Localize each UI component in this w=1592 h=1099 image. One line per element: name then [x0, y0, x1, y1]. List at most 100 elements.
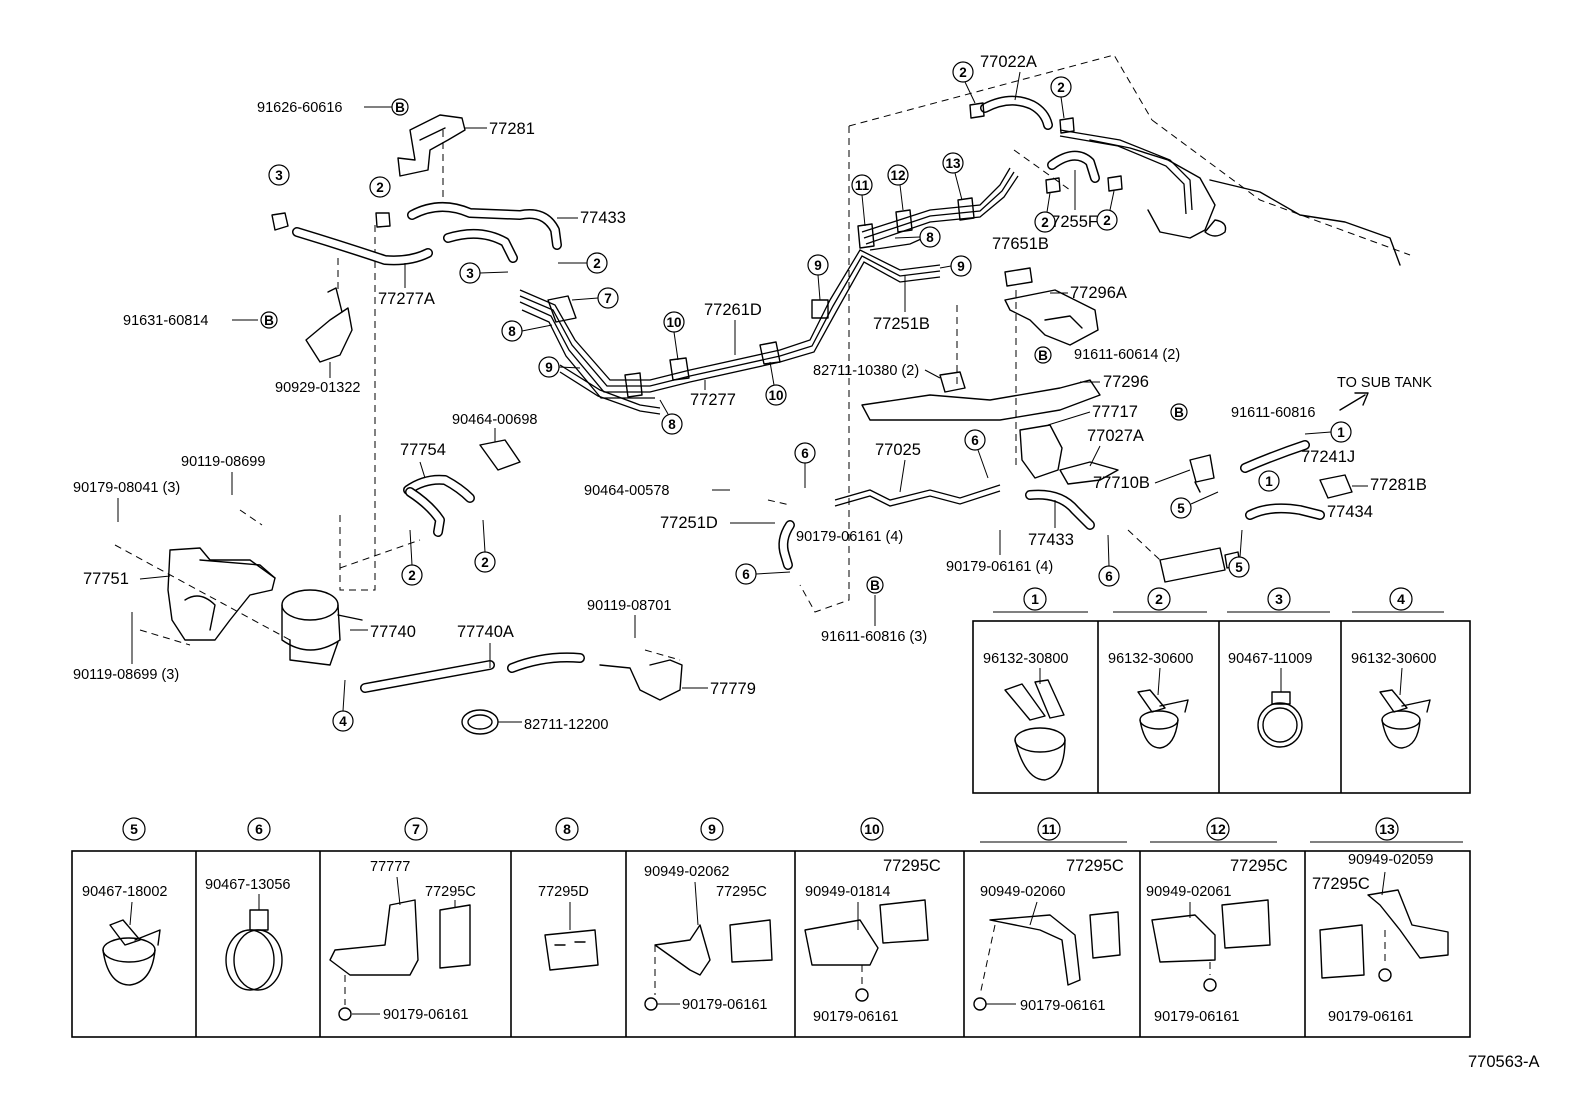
bracket-77281b: [1319, 474, 1353, 499]
legend-ref-11: 11: [1042, 821, 1057, 837]
bolt-markers: B B B B B: [260, 98, 1188, 594]
pipe-clamp-bracket-icon-13: [1319, 871, 1449, 982]
label-77281: 77281: [489, 120, 535, 138]
label-to-sub-tank: TO SUB TANK: [1337, 375, 1432, 391]
hose-77754: [403, 474, 475, 537]
label-77433-upper: 77433: [580, 209, 626, 227]
ref-callout-1a: 1: [1337, 425, 1345, 440]
hose-77255f: [1047, 150, 1100, 183]
label-77751: 77751: [83, 570, 129, 588]
label-90179-06161-4b: 90179-06161 (4): [946, 559, 1053, 575]
legend-part-9a: 90949-02062: [644, 864, 729, 880]
legend-ref-12: 12: [1210, 821, 1226, 837]
legend-part-6a: 90467-13056: [205, 877, 290, 893]
label-77296a: 77296A: [1070, 284, 1127, 302]
arrow-to-sub-tank-icon: [1339, 392, 1369, 411]
ref-callout-7: 7: [604, 291, 612, 306]
label-77022a: 77022A: [980, 53, 1037, 71]
ref-callout-5b: 5: [1235, 560, 1243, 575]
label-82711-10380: 82711-10380 (2): [813, 363, 919, 379]
ref-callout-2f: 2: [1103, 213, 1111, 228]
legend-part-10b: 90949-01814: [805, 884, 890, 900]
label-77277a: 77277A: [378, 290, 435, 308]
legend-ref-5: 5: [130, 821, 138, 837]
ref-callout-9c: 9: [957, 259, 965, 274]
pipe-clamp-bracket-icon-11: [973, 901, 1121, 1011]
hose-77022a: [980, 95, 1053, 130]
label-77651b: 77651B: [992, 235, 1049, 253]
ref-callout-8c: 8: [926, 230, 934, 245]
legend-part-11b: 90949-02060: [980, 884, 1065, 900]
label-90464-00698: 90464-00698: [452, 412, 537, 428]
legend-part-11c: 90179-06161: [1020, 998, 1105, 1014]
bracket-90929-01322: [305, 287, 353, 363]
label-77277: 77277: [690, 391, 736, 409]
legend-ref-1: 1: [1031, 591, 1039, 607]
label-77241j: 77241J: [1301, 448, 1355, 466]
ref-callout-3a: 3: [275, 168, 283, 183]
ref-callout-5a: 5: [1177, 501, 1185, 516]
label-91631-60814: 91631-60814: [123, 313, 208, 329]
legend-part-7c: 90179-06161: [383, 1007, 468, 1023]
label-77434: 77434: [1327, 503, 1373, 521]
label-91626-60616: 91626-60616: [257, 100, 342, 116]
hose-77433-upper: [407, 202, 562, 250]
label-90119-08699-3: 90119-08699 (3): [73, 667, 179, 683]
ref-callout-9b: 9: [814, 258, 822, 273]
label-90929-01322: 90929-01322: [275, 380, 360, 396]
hose-clamp-band-icon-3: [1257, 668, 1303, 748]
legend-part-10a: 77295C: [883, 857, 941, 875]
label-91611-60816: 91611-60816: [1231, 405, 1315, 421]
hose-77241j: [1240, 440, 1310, 473]
label-91611-60816-3: 91611-60816 (3): [821, 629, 927, 645]
ref-callout-10a: 10: [666, 315, 681, 330]
bolt-marker-b2: B: [264, 313, 274, 328]
ref-callout-4: 4: [339, 714, 347, 729]
bracket-77027a: [1059, 461, 1119, 485]
label-90119-08699: 90119-08699: [181, 454, 265, 470]
legend-ref-2: 2: [1155, 591, 1163, 607]
legend-ref-8: 8: [563, 821, 571, 837]
label-90179-08041: 90179-08041 (3): [73, 480, 180, 496]
legend-top: 1 2 3 4 96132-30800 96132-30600 90467-11…: [972, 587, 1471, 794]
ref-callout-2e: 2: [1041, 215, 1049, 230]
pad-77651b: [1004, 267, 1033, 287]
pipe-clamp-bracket-icon-9: [644, 881, 773, 1011]
legend-part-13a: 90949-02059: [1348, 852, 1433, 868]
dashed-guide-lines: [114, 54, 1411, 661]
pipe-clamp-bracket-icon-12: [1151, 899, 1271, 992]
hose-77434: [1245, 503, 1325, 520]
hose-clamp-large-icon: [1004, 668, 1066, 781]
hose-77740a: [360, 652, 585, 693]
ref-callout-2a: 2: [376, 180, 384, 195]
bracket-77296: [861, 371, 1101, 421]
label-77251b: 77251B: [873, 315, 930, 333]
ref-callout-2c: 2: [959, 65, 967, 80]
label-90119-08701: 90119-08701: [587, 598, 671, 614]
label-77025: 77025: [875, 441, 921, 459]
bracket-77779: [599, 659, 683, 701]
ref-callout-2d: 2: [1057, 80, 1065, 95]
legend-part-13b: 77295C: [1312, 875, 1370, 893]
ref-callout-1b: 1: [1265, 474, 1273, 489]
legend-ref-13: 13: [1379, 821, 1395, 837]
hose-77277a: [292, 227, 518, 266]
ref-callout-6a: 6: [801, 446, 809, 461]
part-labels: 91626-60616 77281 77433 77277A 91631-608…: [73, 53, 1540, 1071]
label-77779: 77779: [710, 680, 756, 698]
bracket-77717: [1019, 424, 1063, 479]
ref-callout-11: 11: [855, 178, 870, 193]
label-77261d: 77261D: [704, 301, 762, 319]
label-77296: 77296: [1103, 373, 1149, 391]
legend-ref-9: 9: [708, 821, 716, 837]
reference-callouts: 3 2 3 2 7 8 9 10 8 10 9 11 12 13 8 9 2 2…: [268, 61, 1352, 732]
legend-ref-7: 7: [412, 821, 420, 837]
pipe-clamp-icon-8: [544, 902, 599, 971]
ref-callout-2h: 2: [481, 555, 489, 570]
bolt-marker-b1: B: [395, 100, 405, 115]
legend-part-2: 96132-30600: [1108, 651, 1193, 667]
bracket-77296a: [1004, 289, 1099, 346]
clamps-top-right: [969, 102, 1123, 194]
fuel-pipe-bundle: [519, 167, 1019, 415]
label-82711-12200: 82711-12200: [524, 717, 608, 733]
